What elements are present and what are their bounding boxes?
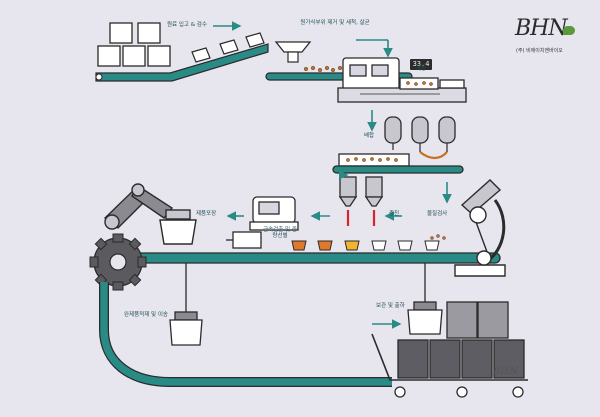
incoming-boxes	[97, 22, 171, 67]
storage-cart	[371, 301, 528, 398]
flow-arrows	[213, 21, 452, 329]
company-name: (주) 비에이치엔바이오	[516, 48, 563, 54]
storage-gripper	[407, 263, 443, 335]
step-label-loading-transport: 완제품적재 및 이송	[124, 312, 168, 318]
leaf-icon	[563, 26, 575, 35]
signature-logo: BHN	[493, 366, 518, 377]
step-label-raw-material-intake: 원료 입고 & 검수	[167, 22, 207, 28]
mixing-tanks	[332, 116, 464, 174]
scale-display: 33.4	[410, 59, 432, 70]
step-label-filling: 충진	[389, 211, 400, 217]
conveyor-baskets	[191, 32, 265, 63]
main-conveyor	[119, 252, 501, 264]
step-label-storage-shipping: 보관 및 출하	[376, 303, 405, 309]
step-label-mixing: 배합	[364, 133, 375, 139]
metal-detector	[226, 196, 299, 249]
filling-nozzles	[338, 176, 384, 226]
step-label-packaging: 제품포장	[196, 211, 217, 217]
weighing-machine	[337, 57, 467, 103]
step-label-inspection: 물질검사	[427, 211, 448, 217]
company-logo: BHN	[515, 16, 568, 41]
step-label-metal-detection: 금속검출 및 중량선별	[263, 227, 297, 240]
microscope-icon	[430, 179, 506, 277]
product-cups	[291, 240, 440, 251]
step-label-weighing: 계량	[416, 66, 427, 72]
inclined-conveyor	[95, 43, 269, 82]
packing-robot-arm	[103, 183, 197, 245]
step-label-washing-sterilizing: 원가식부위 제거 및 세척, 살균	[300, 20, 370, 26]
return-loop-conveyor	[99, 282, 392, 387]
transfer-gripper	[169, 263, 203, 346]
gear-icon	[89, 233, 147, 291]
